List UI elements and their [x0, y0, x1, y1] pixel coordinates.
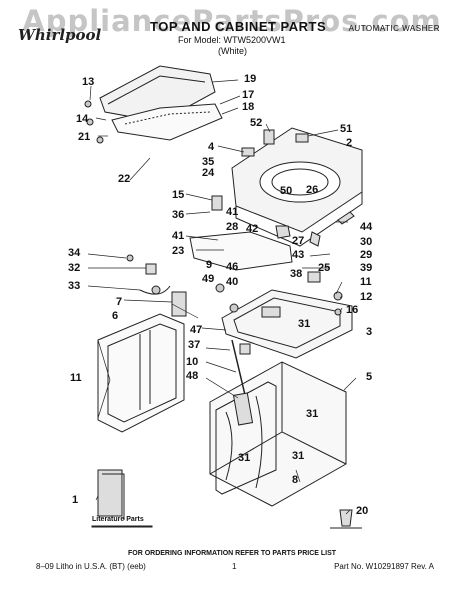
callout-44: 44: [360, 221, 373, 233]
ordering-instruction: FOR ORDERING INFORMATION REFER TO PARTS …: [127, 550, 337, 557]
callout-34: 34: [68, 247, 81, 259]
callout-30: 30: [360, 236, 373, 248]
callout-35: 35: [202, 156, 215, 168]
callout-33: 33: [68, 280, 81, 292]
callout-31d: 31: [292, 450, 305, 462]
callout-46: 46: [226, 261, 239, 273]
callout-38: 38: [290, 268, 303, 280]
callout-2: 2: [346, 137, 353, 149]
callout-20: 20: [356, 505, 369, 517]
literature-booklet: [97, 469, 123, 517]
callout-10: 10: [186, 356, 199, 368]
callout-4: 4: [208, 141, 215, 153]
callout-16: 16: [346, 304, 359, 316]
callout-29: 29: [360, 249, 373, 261]
lid-hinge-part: [111, 103, 223, 141]
callout-49: 49: [202, 273, 215, 285]
callout-15: 15: [172, 189, 185, 201]
callout-17: 17: [242, 89, 255, 101]
brand-logo: Whirlpool: [18, 26, 102, 44]
callout-12: 12: [360, 291, 373, 303]
model-line: For Model: WTW5200VW1: [178, 35, 286, 45]
callout-31a: 31: [298, 318, 311, 330]
part-number: Part No. W10291897 Rev. A: [334, 562, 434, 571]
callout-19: 19: [244, 73, 257, 85]
frame-part: [221, 289, 353, 359]
callout-24: 24: [202, 167, 215, 179]
callout-48: 48: [186, 370, 199, 382]
callout-14: 14: [76, 113, 89, 125]
callout-42: 42: [246, 223, 259, 235]
callout-41a: 41: [226, 206, 239, 218]
callout-47: 47: [190, 324, 203, 336]
page-number: 1: [232, 562, 237, 571]
callout-6: 6: [112, 310, 119, 322]
callout-5: 5: [366, 371, 373, 383]
callout-21: 21: [78, 131, 91, 143]
bracket-part: [189, 231, 293, 271]
callout-1: 1: [72, 494, 79, 506]
callout-11b: 11: [70, 372, 82, 384]
callout-22: 22: [118, 173, 131, 185]
callout-51: 51: [340, 123, 353, 135]
rear-panel-part: [97, 313, 185, 433]
callout-28: 28: [226, 221, 239, 233]
callout-31c: 31: [238, 452, 251, 464]
callout-32: 32: [68, 262, 81, 274]
page-title: TOP AND CABINET PARTS: [150, 19, 327, 34]
callout-31b: 31: [306, 408, 319, 420]
callout-13: 13: [82, 76, 95, 88]
callout-23: 23: [172, 245, 185, 257]
callout-52: 52: [250, 117, 263, 129]
color-line: (White): [218, 46, 247, 56]
callout-18: 18: [242, 101, 255, 113]
callout-8: 8: [292, 474, 299, 486]
callout-40: 40: [226, 276, 239, 288]
callout-37: 37: [188, 339, 201, 351]
callout-41b: 41: [172, 230, 185, 242]
watermark: AppliancePartsPros.com: [22, 4, 442, 38]
callout-3: 3: [366, 326, 373, 338]
callout-7: 7: [116, 296, 123, 308]
callout-50: 50: [280, 185, 293, 197]
litho-note: 8–09 Litho in U.S.A. (BT) (eeb): [36, 562, 146, 571]
callout-36: 36: [172, 209, 185, 221]
callout-9: 9: [206, 259, 213, 271]
callout-26: 26: [306, 184, 319, 196]
callout-11a: 11: [360, 276, 372, 288]
callout-25: 25: [318, 262, 331, 274]
callout-27: 27: [292, 235, 305, 247]
callout-43: 43: [292, 249, 305, 261]
callout-39: 39: [360, 262, 373, 274]
literature-label: Literature Parts: [92, 516, 144, 523]
product-type: AUTOMATIC WASHER: [348, 24, 440, 33]
